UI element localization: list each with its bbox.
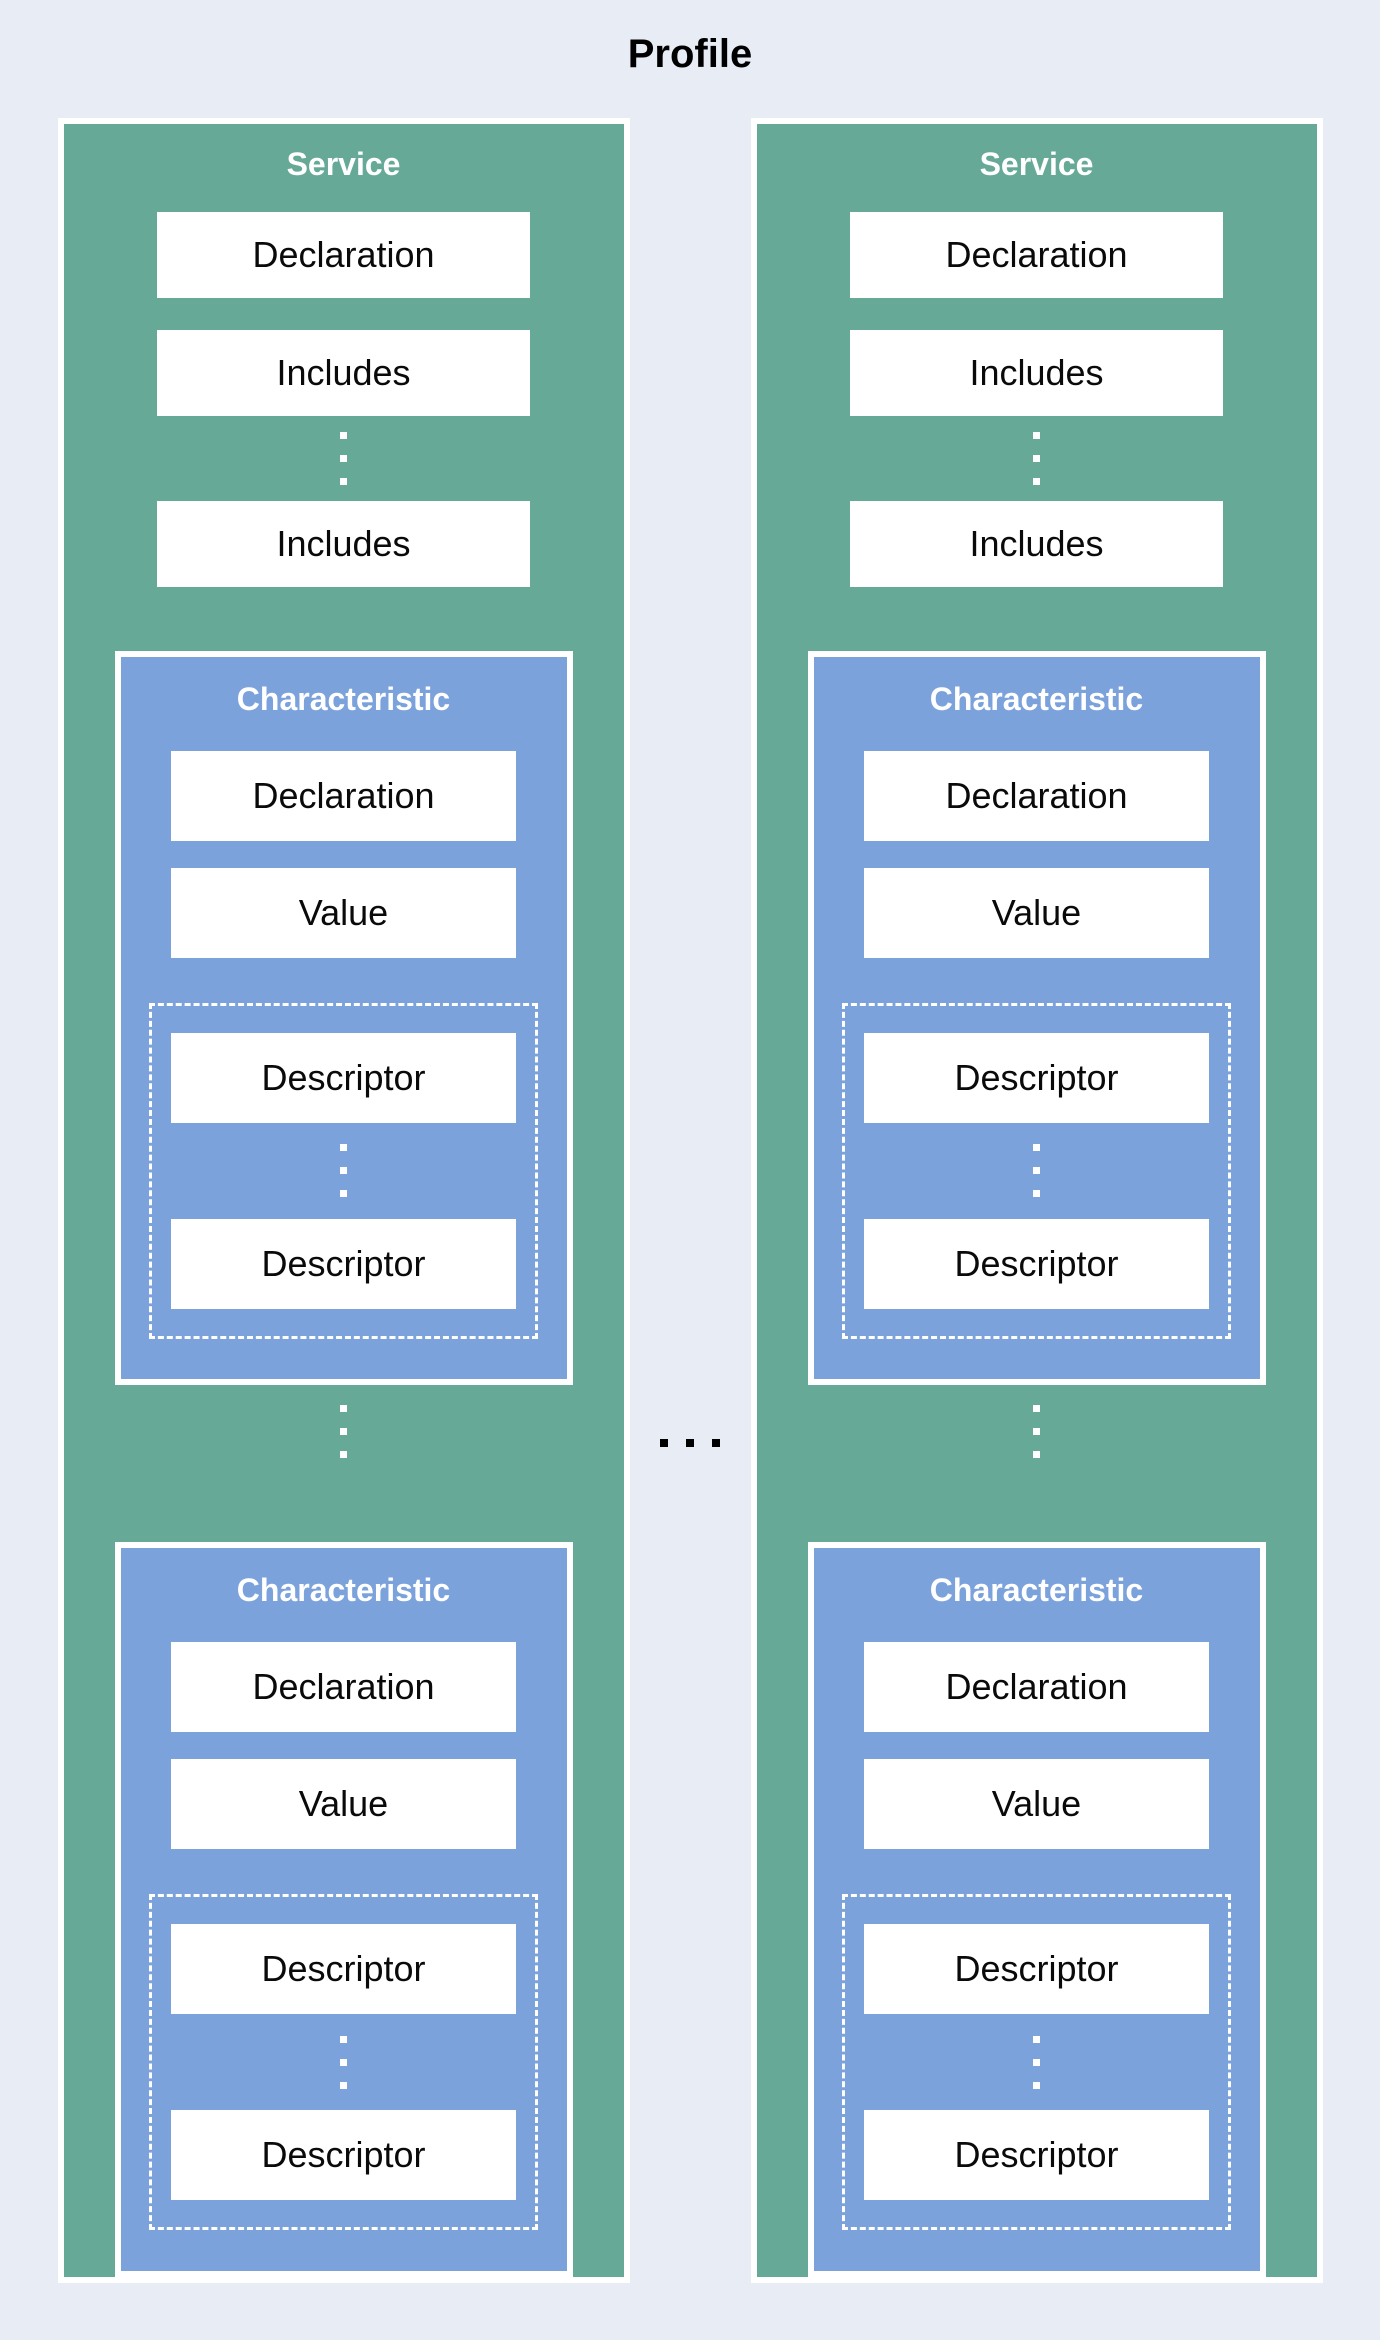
characteristic-box-1: Characteristic Declaration Value Descrip…	[807, 650, 1266, 1386]
dot	[340, 477, 347, 485]
characteristic-value-box: Value	[864, 1759, 1209, 1850]
service-includes-box: Includes	[157, 500, 530, 587]
dot	[340, 1451, 347, 1459]
dot	[1033, 1167, 1040, 1175]
vertical-ellipsis	[340, 2014, 347, 2110]
dot	[1033, 431, 1040, 439]
profile-title: Profile	[627, 32, 753, 76]
vertical-ellipsis	[340, 416, 347, 500]
dot	[1033, 2035, 1040, 2043]
service-panel-2: Service Declaration Includes Includes Ch…	[750, 118, 1323, 2283]
vertical-ellipsis	[1033, 1123, 1040, 1219]
dot	[1033, 1190, 1040, 1198]
dot	[340, 2058, 347, 2066]
dot	[340, 454, 347, 462]
characteristic-declaration-box: Declaration	[864, 1642, 1209, 1733]
characteristic-value-box: Value	[171, 867, 516, 958]
descriptors-group: Descriptor Descriptor	[842, 1002, 1231, 1339]
descriptor-box: Descriptor	[864, 2110, 1209, 2201]
dot	[340, 2035, 347, 2043]
dot	[1033, 2058, 1040, 2066]
vertical-ellipsis	[1033, 2014, 1040, 2110]
horizontal-ellipsis	[660, 1439, 720, 1447]
dot	[340, 431, 347, 439]
service-includes-box: Includes	[850, 500, 1223, 587]
characteristic-box-1: Characteristic Declaration Value Descrip…	[114, 650, 573, 1386]
characteristic-label: Characteristic	[236, 680, 451, 717]
descriptor-box: Descriptor	[171, 2110, 516, 2201]
descriptor-box: Descriptor	[864, 1218, 1209, 1309]
characteristic-box-2: Characteristic Declaration Value Descrip…	[114, 1542, 573, 2278]
dot	[340, 1167, 347, 1175]
dot	[712, 1439, 720, 1447]
vertical-ellipsis	[1033, 416, 1040, 500]
characteristic-declaration-box: Declaration	[171, 750, 516, 841]
characteristic-declaration-box: Declaration	[171, 1642, 516, 1733]
dot	[1033, 1405, 1040, 1413]
service-includes-box: Includes	[850, 330, 1223, 417]
dot	[340, 2081, 347, 2089]
descriptors-group: Descriptor Descriptor	[149, 1894, 538, 2231]
dot	[1033, 477, 1040, 485]
dot	[340, 1190, 347, 1198]
characteristic-value-box: Value	[864, 867, 1209, 958]
dot	[340, 1144, 347, 1152]
service-declaration-box: Declaration	[850, 212, 1223, 299]
dot	[1033, 2081, 1040, 2089]
characteristic-declaration-box: Declaration	[864, 750, 1209, 841]
service-label: Service	[979, 146, 1094, 182]
vertical-ellipsis	[340, 1123, 347, 1219]
dot	[1033, 454, 1040, 462]
dot	[1033, 1144, 1040, 1152]
descriptors-group: Descriptor Descriptor	[842, 1894, 1231, 2231]
characteristic-box-2: Characteristic Declaration Value Descrip…	[807, 1542, 1266, 2278]
characteristic-label: Characteristic	[929, 680, 1144, 717]
vertical-ellipsis	[1033, 1385, 1040, 1478]
descriptor-box: Descriptor	[864, 1032, 1209, 1123]
dot	[660, 1439, 668, 1447]
descriptor-box: Descriptor	[171, 1924, 516, 2015]
services-row: Service Declaration Includes Includes Ch…	[0, 118, 1380, 2283]
dot	[686, 1439, 694, 1447]
characteristic-label: Characteristic	[236, 1572, 451, 1609]
descriptor-box: Descriptor	[171, 1032, 516, 1123]
descriptors-group: Descriptor Descriptor	[149, 1002, 538, 1339]
descriptor-box: Descriptor	[171, 1218, 516, 1309]
dot	[1033, 1428, 1040, 1436]
service-includes-box: Includes	[157, 330, 530, 417]
characteristic-value-box: Value	[171, 1759, 516, 1850]
dot	[340, 1428, 347, 1436]
dot	[1033, 1451, 1040, 1459]
characteristic-label: Characteristic	[929, 1572, 1144, 1609]
service-label: Service	[286, 146, 401, 182]
vertical-ellipsis	[340, 1385, 347, 1478]
service-declaration-box: Declaration	[157, 212, 530, 299]
service-panel-1: Service Declaration Includes Includes Ch…	[57, 118, 630, 2283]
dot	[340, 1405, 347, 1413]
descriptor-box: Descriptor	[864, 1924, 1209, 2015]
